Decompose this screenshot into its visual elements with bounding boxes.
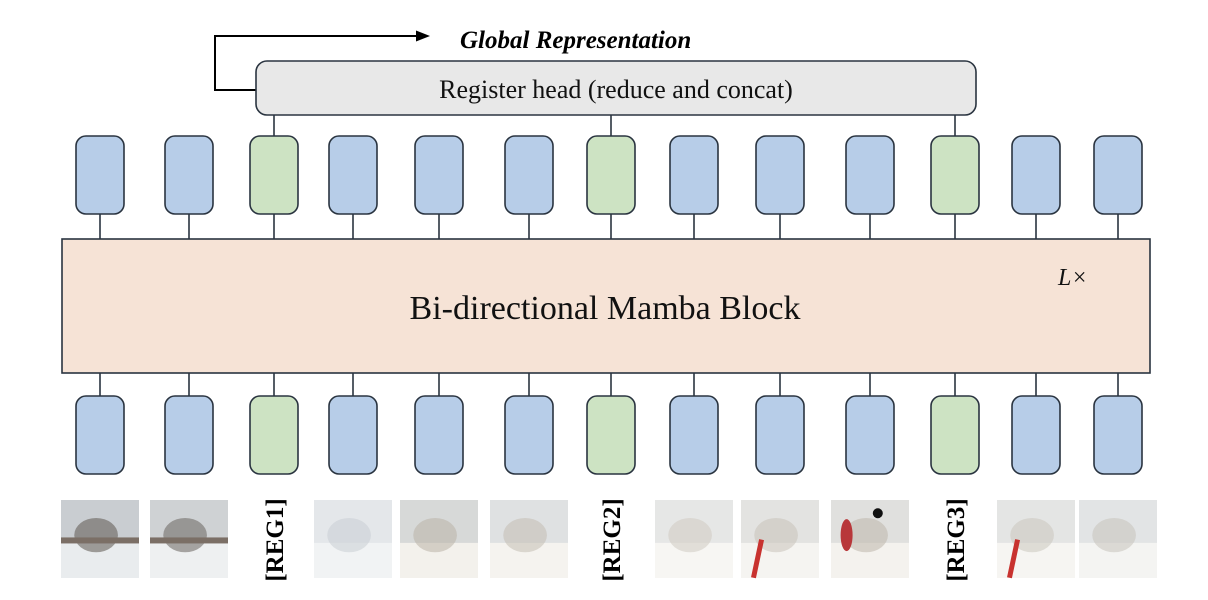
register-input-token xyxy=(586,395,636,475)
patch-output-token xyxy=(1093,135,1143,215)
register-output-token xyxy=(586,135,636,215)
register-head-label: Register head (reduce and concat) xyxy=(439,75,793,104)
patch-output-token xyxy=(845,135,895,215)
token-column xyxy=(845,135,895,475)
global-representation-label: Global Representation xyxy=(460,27,691,54)
snowy-park-patch xyxy=(61,500,139,578)
register-token-label: [REG1] xyxy=(262,498,289,581)
patch-output-token xyxy=(328,135,378,215)
register-output-token xyxy=(249,135,299,215)
token-column xyxy=(249,115,299,475)
token-column xyxy=(755,135,805,475)
layer-repeat-label: L× xyxy=(1057,265,1088,291)
patch-output-token xyxy=(1011,135,1061,215)
patch-input-token xyxy=(414,395,464,475)
patch-input-token xyxy=(1011,395,1061,475)
token-column xyxy=(1011,135,1061,475)
register-head-box xyxy=(255,60,977,116)
patch-input-token xyxy=(669,395,719,475)
dog-paw-snow-patch xyxy=(1079,500,1157,578)
global-output-arrow xyxy=(214,35,418,91)
token-column xyxy=(930,115,980,475)
dog-mouth-patch xyxy=(831,500,909,578)
register-input-token xyxy=(930,395,980,475)
token-column xyxy=(328,135,378,475)
patch-output-token xyxy=(669,135,719,215)
snowy-trees-patch xyxy=(150,500,228,578)
token-column xyxy=(669,135,719,475)
register-token-label: [REG3] xyxy=(943,498,970,581)
patch-output-token xyxy=(164,135,214,215)
fur-red-leash-patch xyxy=(741,500,819,579)
patch-output-token xyxy=(755,135,805,215)
patch-layer: [REG1] [REG2] [REG3] xyxy=(61,498,1157,582)
mamba-block-box xyxy=(61,238,1151,374)
fur-red-leash-patch-2 xyxy=(997,500,1075,579)
token-column xyxy=(414,135,464,475)
patch-input-token xyxy=(845,395,895,475)
global-output-arrowhead xyxy=(416,30,430,42)
patch-input-token xyxy=(755,395,805,475)
white-fur-patch xyxy=(655,500,733,578)
patch-input-token xyxy=(504,395,554,475)
white-dog-ear-patch xyxy=(490,500,568,578)
register-output-token xyxy=(930,135,980,215)
token-layer xyxy=(75,115,1143,475)
patch-input-token xyxy=(1093,395,1143,475)
patch-input-token xyxy=(75,395,125,475)
token-column xyxy=(504,135,554,475)
register-input-token xyxy=(249,395,299,475)
patch-input-token xyxy=(328,395,378,475)
mamba-block-label: Bi-directional Mamba Block xyxy=(410,290,801,327)
register-token-label: [REG2] xyxy=(599,498,626,581)
patch-output-token xyxy=(504,135,554,215)
patch-input-token xyxy=(164,395,214,475)
token-column xyxy=(1093,135,1143,475)
patch-output-token xyxy=(414,135,464,215)
token-column xyxy=(164,135,214,475)
snow-ground-patch xyxy=(314,500,392,578)
patch-output-token xyxy=(75,135,125,215)
white-dog-face-patch xyxy=(400,500,478,578)
token-column xyxy=(75,135,125,475)
token-column xyxy=(586,115,636,475)
